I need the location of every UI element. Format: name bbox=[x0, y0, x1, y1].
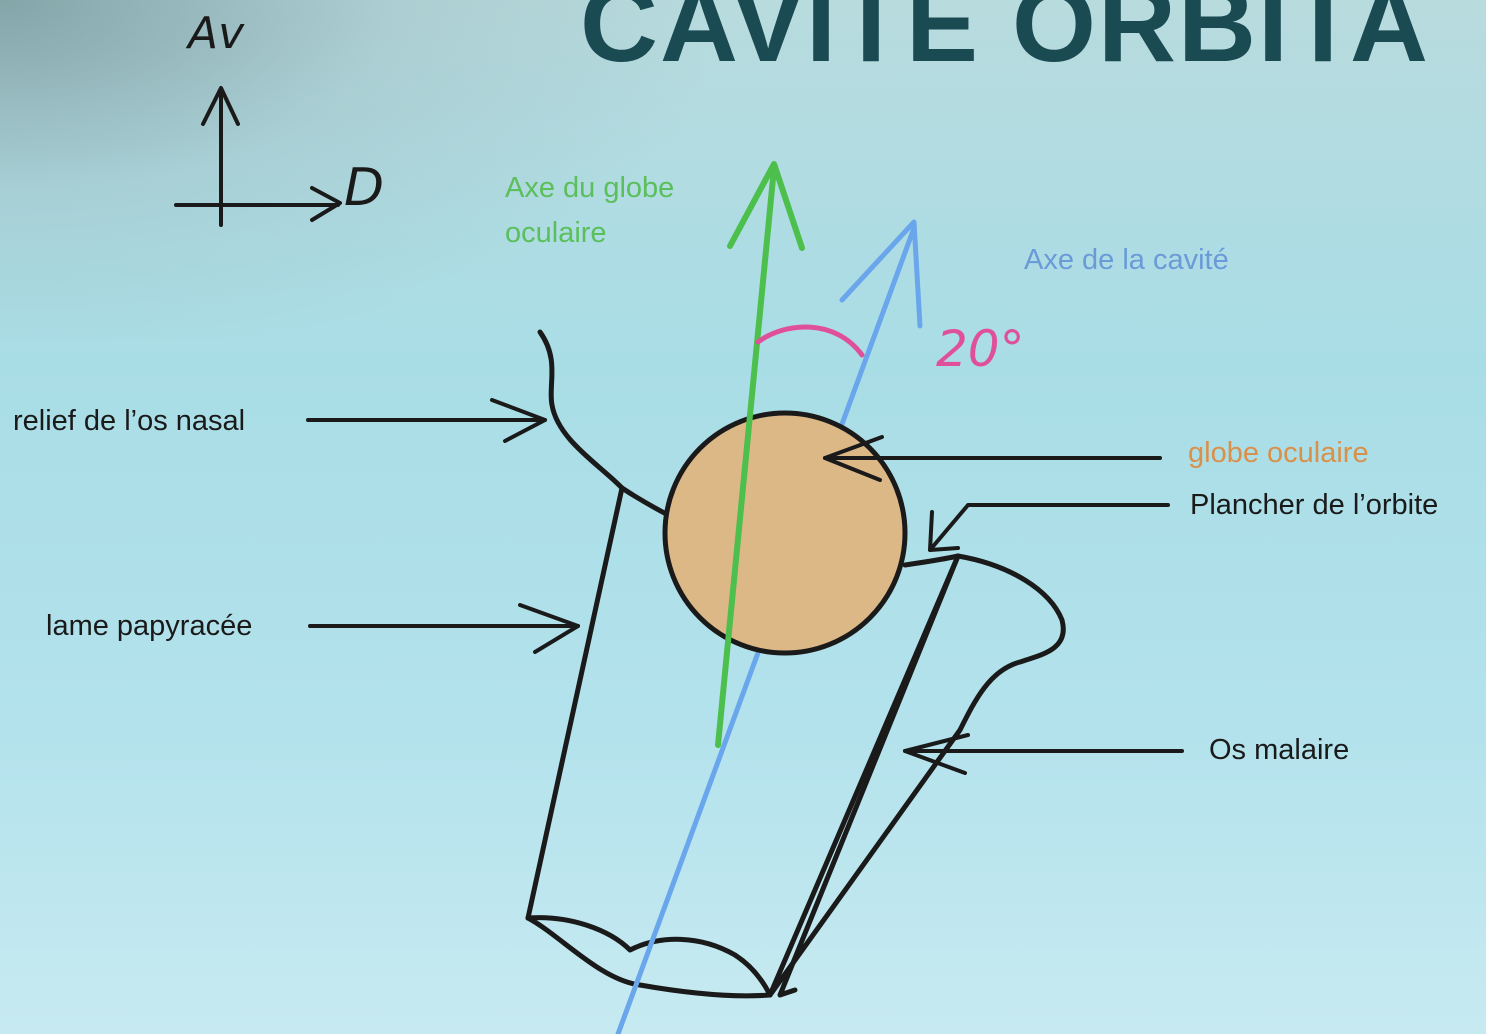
globe-label: globe oculaire bbox=[1188, 437, 1369, 470]
lame-label: lame papyracée bbox=[46, 610, 252, 643]
globe-axis-label-line1: Axe du globe bbox=[505, 166, 674, 211]
malaire-label: Os malaire bbox=[1209, 734, 1349, 767]
globe-axis-label-line2: oculaire bbox=[505, 211, 674, 256]
anterior-label: Av bbox=[188, 8, 244, 59]
right-label: D bbox=[344, 158, 384, 218]
lame-pointer-arrow bbox=[310, 605, 578, 652]
nasal-relief-contour bbox=[540, 332, 668, 515]
eyeball bbox=[665, 413, 905, 653]
nasal-label: relief de l’os nasal bbox=[13, 405, 245, 438]
malaire-pointer-arrow bbox=[905, 735, 1182, 773]
cavity-axis-label: Axe de la cavité bbox=[1024, 244, 1229, 277]
plancher-label: Plancher de l’orbite bbox=[1190, 489, 1438, 522]
nasal-pointer-arrow bbox=[308, 400, 545, 441]
globe-axis-label: Axe du globe oculaire bbox=[505, 166, 674, 256]
orientation-indicator bbox=[176, 88, 340, 225]
plancher-pointer-arrow bbox=[930, 505, 1168, 550]
angle-label: 20° bbox=[936, 320, 1025, 378]
orbit-floor-edge bbox=[905, 556, 958, 565]
lame-papyracee-wall bbox=[528, 488, 622, 918]
angle-arc bbox=[758, 327, 862, 355]
